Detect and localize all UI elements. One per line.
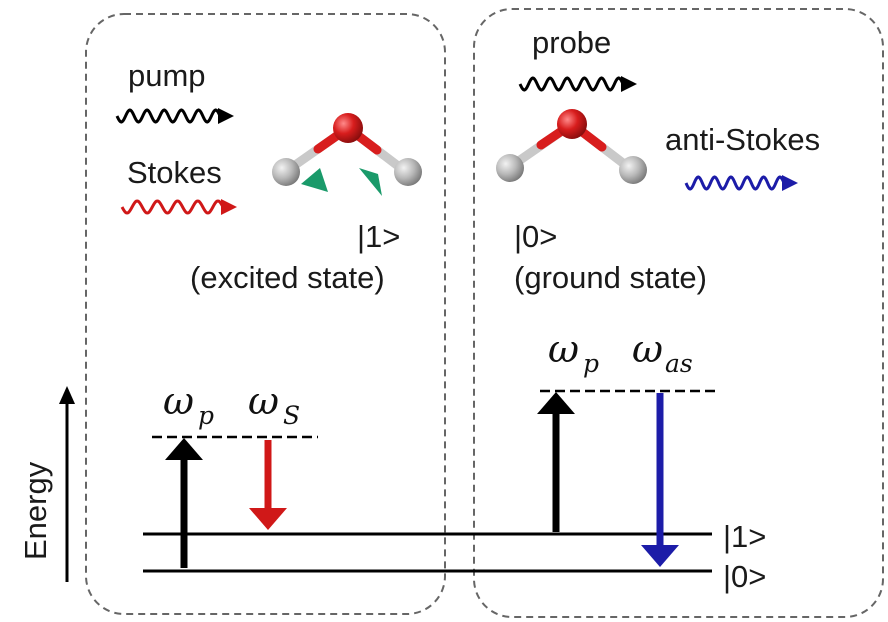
water-molecule-excited-icon — [272, 113, 422, 196]
pump-transition-arrow — [165, 438, 203, 568]
anti-stokes-label: anti-Stokes — [665, 122, 820, 157]
vibration-arrow-right-icon — [359, 168, 382, 196]
water-molecule-ground-icon — [496, 109, 647, 184]
right-panel — [473, 8, 884, 618]
excited-state-desc: (excited state) — [190, 260, 385, 295]
stokes-transition-arrow — [249, 440, 287, 530]
vibration-arrow-left-icon — [301, 168, 328, 192]
excited-state-label: |1> — [357, 219, 400, 254]
stokes-label: Stokes — [127, 155, 222, 190]
probe-transition-arrow — [537, 392, 575, 532]
energy-axis-label: Energy — [18, 461, 53, 560]
energy-axis: Energy — [18, 386, 75, 582]
level-lower-label: |0> — [723, 559, 766, 594]
pump-label: pump — [128, 58, 206, 93]
anti-stokes-wave-icon — [684, 175, 798, 191]
probe-label: probe — [532, 25, 611, 60]
anti-stokes-transition-arrow — [641, 393, 679, 567]
probe-wave-icon — [518, 76, 637, 92]
omega-as-label: ωas — [632, 327, 693, 378]
stokes-wave-icon — [120, 199, 237, 215]
pump-wave-icon — [115, 108, 234, 124]
left-panel — [85, 13, 446, 615]
ground-state-label: |0> — [514, 219, 557, 254]
ground-state-desc: (ground state) — [514, 260, 707, 295]
level-upper-label: |1> — [723, 519, 766, 554]
